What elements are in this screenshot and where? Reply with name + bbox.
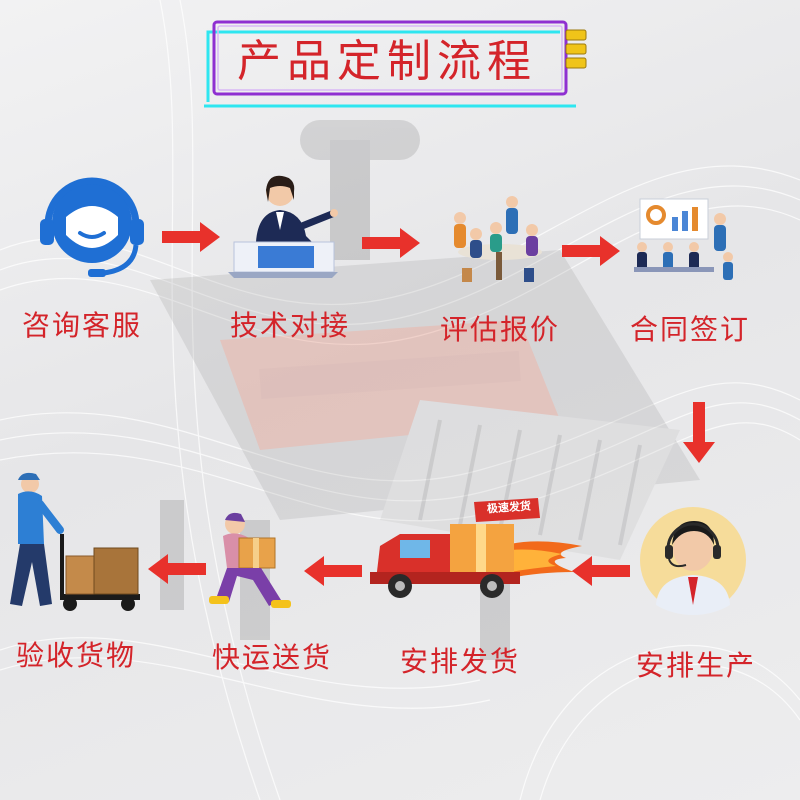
presentation-meeting-icon [634, 198, 733, 280]
step-label-production: 安排生产 [635, 649, 756, 682]
operator-headset-icon [640, 507, 746, 615]
step-label-acceptance: 验收货物 [15, 639, 136, 672]
step-label-technical: 技术对接 [229, 309, 350, 342]
step-express [205, 510, 300, 620]
step-label-quotation: 评估报价 [439, 313, 560, 346]
arrow-right-3 [562, 236, 620, 266]
step-technical [228, 170, 358, 285]
step-contract [628, 195, 743, 290]
step-label-shipping: 安排发货 [399, 645, 520, 678]
step-label-express: 快运送货 [211, 641, 332, 674]
arrow-right-2 [362, 228, 420, 258]
courier-running-icon [209, 512, 291, 608]
title-frame [204, 20, 587, 108]
arrow-right-1 [162, 222, 220, 252]
step-consult [30, 165, 160, 285]
page-title: 产品定制流程 [237, 36, 537, 87]
arrow-left-3 [148, 554, 206, 584]
arrow-down [683, 402, 715, 463]
step-acceptance [4, 470, 144, 620]
team-meeting-icon [454, 196, 542, 282]
headset-agent-icon [40, 177, 144, 277]
delivery-truck-icon [370, 498, 582, 598]
title-decoration-icon [565, 29, 587, 69]
step-shipping: 极速发货 [370, 498, 585, 608]
technician-laptop-icon [228, 175, 338, 278]
worker-hand-truck-icon [10, 472, 140, 611]
step-quotation [440, 190, 555, 290]
step-label-contract: 合同签订 [629, 313, 750, 346]
step-production [638, 505, 748, 615]
arrow-left-2 [304, 556, 362, 586]
step-label-consult: 咨询客服 [21, 309, 142, 342]
arrow-left-1 [572, 556, 630, 586]
